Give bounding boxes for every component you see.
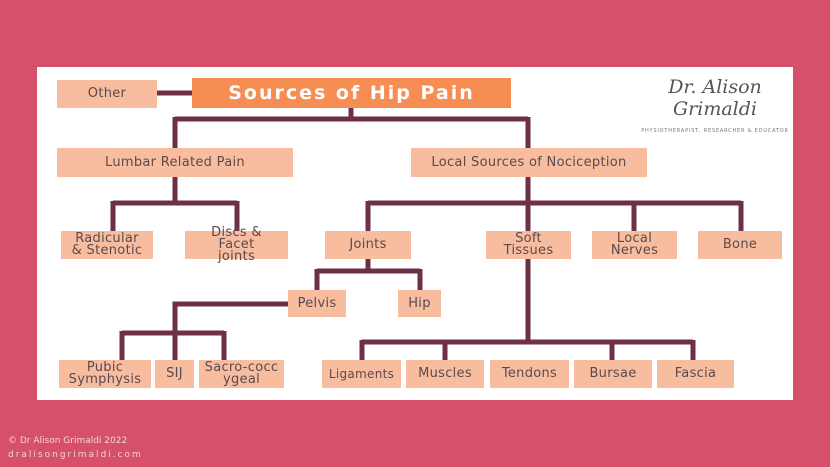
logo-signature: Dr. Alison Grimaldi: [668, 76, 762, 120]
connector-pelvis: [119, 301, 288, 360]
node-joints: Joints: [325, 231, 411, 259]
node-pubic-symphysis: Pubic Symphysis: [59, 360, 151, 388]
node-other: Other: [57, 80, 157, 108]
node-bursae: Bursae: [574, 360, 652, 388]
node-sij: SIJ: [155, 360, 194, 388]
logo: Dr. Alison Grimaldi PHYSIOTHERAPIST, RES…: [640, 76, 790, 134]
footer-website: dralisongrimaldi.com: [8, 450, 143, 460]
node-soft-tissues: Soft Tissues: [486, 231, 571, 259]
node-pelvis: Pelvis: [288, 290, 346, 317]
connector-joints: [314, 259, 423, 290]
node-local-nerves: Local Nerves: [592, 231, 677, 259]
node-tendons: Tendons: [490, 360, 569, 388]
node-discs: Discs & Facet joints: [185, 226, 288, 263]
node-muscles: Muscles: [406, 360, 484, 388]
node-local: Local Sources of Nociception: [411, 148, 647, 177]
footer-copyright: © Dr Alison Grimaldi 2022: [8, 436, 128, 446]
connector-local: [365, 177, 744, 231]
connector-lumbar: [110, 177, 240, 231]
connector-soft: [359, 259, 696, 360]
diagram-title: Sources of Hip Pain: [192, 78, 511, 108]
node-lumbar: Lumbar Related Pain: [57, 148, 293, 177]
node-bone: Bone: [698, 231, 782, 259]
node-sacrococcygeal: Sacro-coccygeal: [199, 360, 284, 388]
node-fascia: Fascia: [657, 360, 734, 388]
connector-title: [172, 108, 531, 148]
logo-tagline: PHYSIOTHERAPIST, RESEARCHER & EDUCATOR: [641, 128, 789, 134]
node-radicular: Radicular & Stenotic: [61, 231, 153, 259]
node-hip: Hip: [398, 290, 441, 317]
node-ligaments: Ligaments: [322, 360, 401, 388]
